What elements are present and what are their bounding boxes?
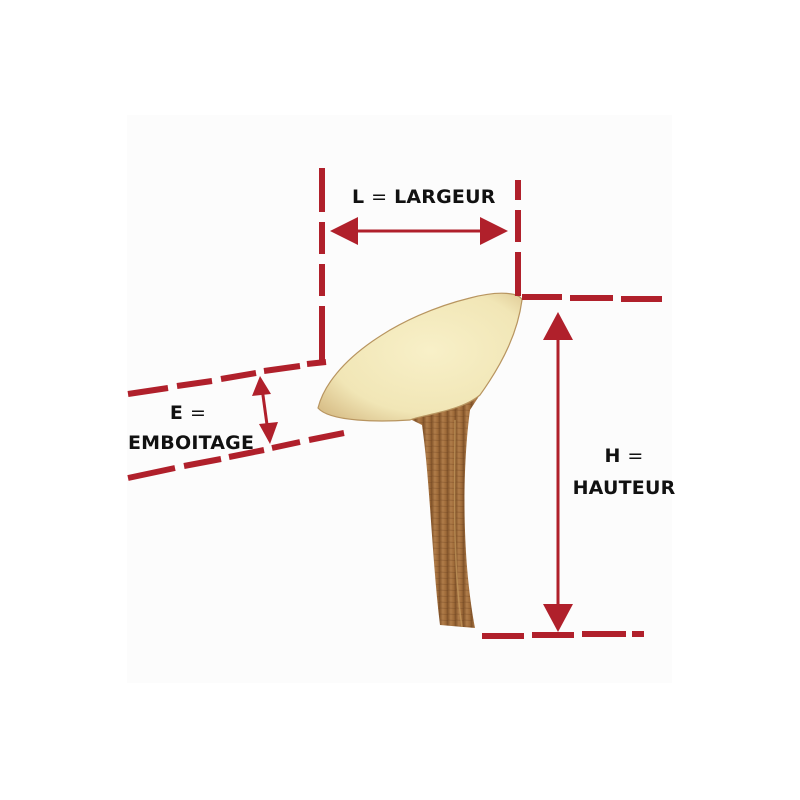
dimension-lines xyxy=(127,168,662,639)
largeur-equals: = xyxy=(371,186,388,208)
label-largeur: L = LARGEUR xyxy=(352,186,496,208)
emboitage-guide-top xyxy=(127,359,327,397)
emboitage-letter: E xyxy=(169,402,184,424)
heel-body xyxy=(408,300,520,628)
label-hauteur: H = HAUTEUR xyxy=(564,440,684,504)
hauteur-equals: = xyxy=(627,445,644,467)
emboitage-arrow xyxy=(252,376,278,444)
hauteur-word: HAUTEUR xyxy=(572,477,676,499)
heel-top-piece xyxy=(317,292,523,422)
emboitage-equals: = xyxy=(189,402,207,424)
label-emboitage: E = EMBOITAGE xyxy=(128,398,255,458)
hauteur-arrow xyxy=(543,312,573,632)
emboitage-guide-bottom xyxy=(127,430,345,481)
largeur-word: LARGEUR xyxy=(394,186,496,208)
largeur-arrow xyxy=(330,217,508,245)
hauteur-guide-top xyxy=(522,294,662,302)
hauteur-guide-bottom xyxy=(482,631,644,639)
largeur-letter: L xyxy=(352,186,365,208)
emboitage-word: EMBOITAGE xyxy=(128,432,255,454)
hauteur-letter: H xyxy=(604,445,621,467)
